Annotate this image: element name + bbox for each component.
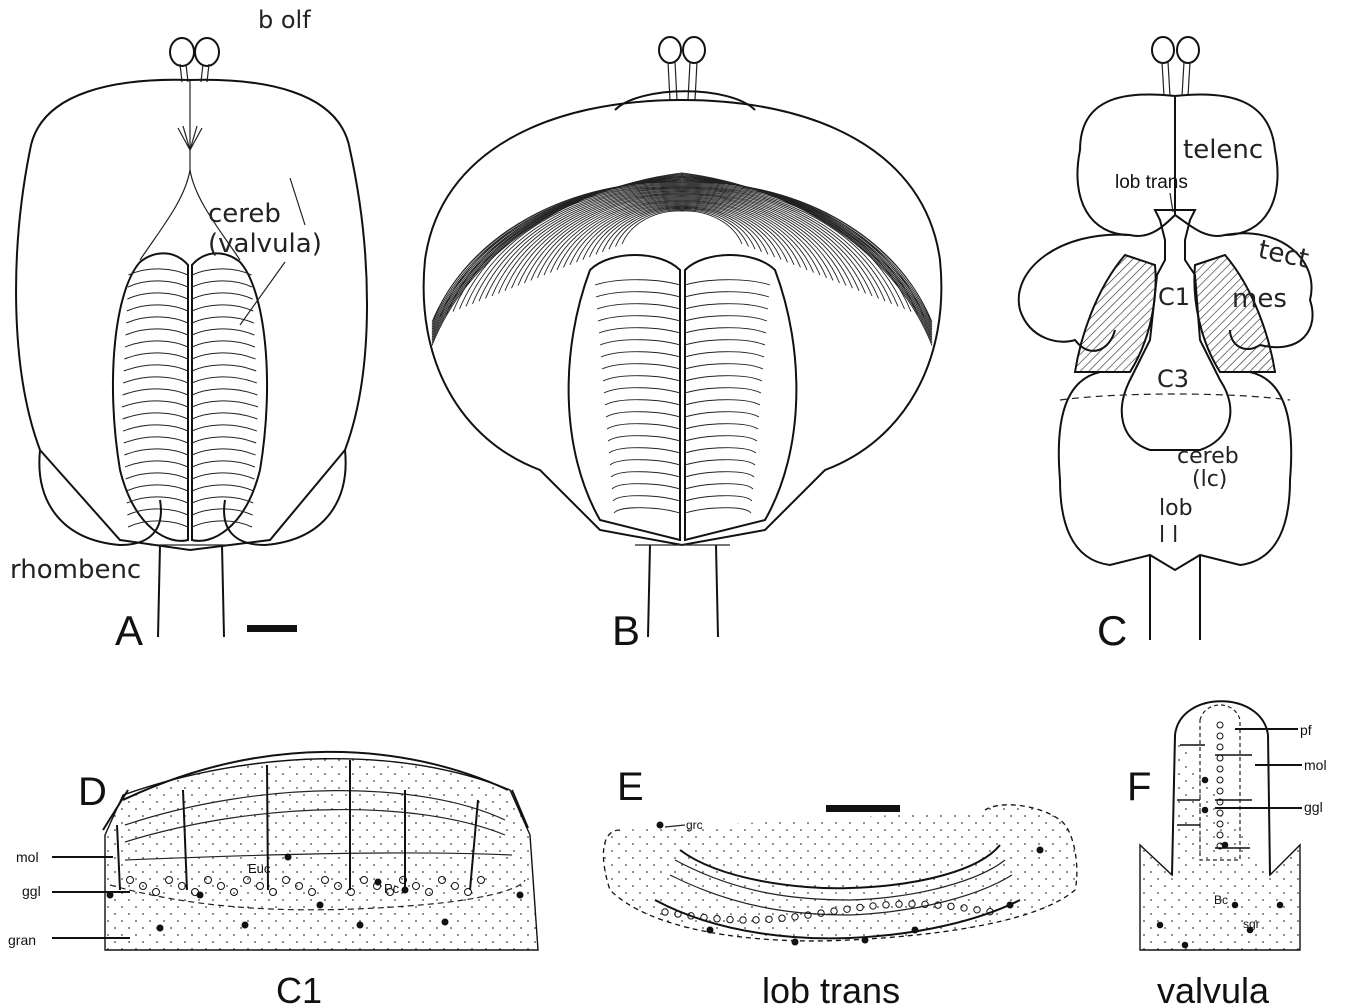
label-euc: Euc	[248, 861, 271, 876]
caption-c1: C1	[276, 970, 322, 1008]
panel-letter-d: D	[78, 770, 107, 814]
label-tect: tect	[1256, 235, 1312, 275]
telencephalon-left	[1077, 94, 1175, 236]
spinal-cord	[158, 545, 224, 637]
label-ll: l l	[1159, 523, 1178, 548]
scale-bar	[247, 625, 297, 632]
panel-b: B	[424, 37, 942, 654]
label-mol-f: mol	[1304, 757, 1327, 773]
panel-letter-c: C	[1097, 607, 1127, 654]
label-bolf: b olf	[258, 6, 311, 34]
panel-c: telenc lob trans tect mes C1 C3 cereb (l…	[1019, 37, 1313, 654]
olfactory-bulb	[195, 38, 219, 66]
cerebellum-outline	[424, 100, 942, 545]
label-gran: gran	[8, 932, 36, 948]
label-grc: grc	[686, 818, 703, 832]
panel-a: b olf cereb (valvula) rhombenc A	[10, 6, 367, 654]
label-lc: (lc)	[1192, 467, 1227, 492]
panel-letter-b: B	[612, 607, 640, 654]
label-telenc: telenc	[1183, 135, 1263, 165]
label-bc: Bc	[1214, 893, 1228, 907]
label-mol-d: mol	[16, 849, 39, 865]
label-c1: C1	[1158, 283, 1190, 311]
telencephalon-right	[1175, 94, 1278, 236]
panel-f: F pf mol ggl Bc sgr valvula	[1127, 701, 1327, 1008]
valvula-right	[192, 253, 267, 541]
panel-e: E grc lob trans	[603, 765, 1076, 1008]
label-valvula: (valvula)	[208, 229, 322, 259]
label-pf: pf	[1300, 722, 1312, 738]
label-ggl-d: ggl	[22, 883, 41, 899]
label-cereb: cereb	[208, 199, 281, 229]
olfactory-bulb	[170, 38, 194, 66]
panel-letter-a: A	[115, 607, 143, 654]
scale-bar-e	[826, 805, 900, 812]
caption-lob-trans: lob trans	[762, 970, 900, 1008]
caption-valvula: valvula	[1157, 970, 1270, 1008]
label-lob-trans: lob trans	[1115, 172, 1188, 193]
panel-letter-e: E	[617, 765, 644, 809]
label-c3: C3	[1157, 365, 1189, 393]
label-mes: mes	[1232, 284, 1287, 314]
panel-d: D mol ggl gran Euc Pc C1	[8, 752, 538, 1008]
label-lob: lob	[1159, 496, 1193, 521]
valvula-left	[113, 253, 188, 541]
panel-letter-f: F	[1127, 765, 1151, 809]
label-cereb-c: cereb	[1177, 444, 1239, 469]
label-rhombenc: rhombenc	[10, 555, 141, 585]
label-ggl-f: ggl	[1304, 799, 1323, 815]
